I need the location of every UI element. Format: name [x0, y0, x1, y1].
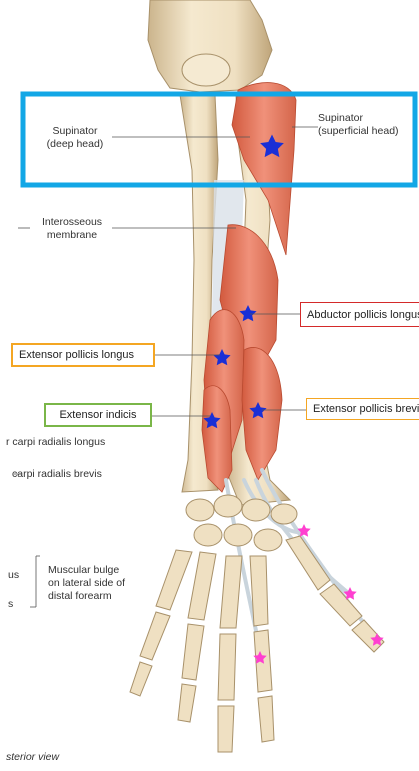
- label-ext-carpi-radialis-longus: r carpi radialis longus: [6, 436, 146, 449]
- label-line: on lateral side of: [48, 577, 158, 590]
- label-extensor-pollicis-longus: Extensor pollicis longus: [11, 343, 155, 367]
- label-fragment-us: us: [8, 569, 19, 582]
- label-fragment-s: s: [8, 598, 13, 611]
- label-extensor-indicis: Extensor indicis: [44, 403, 152, 427]
- label-abductor-pollicis-longus: Abductor pollicis longus: [300, 302, 419, 327]
- label-line: distal forearm: [48, 590, 158, 603]
- label-line: Muscular bulge: [48, 564, 158, 577]
- label-ext-carpi-radialis-brevis: carpi radialis brevis: [12, 468, 152, 481]
- label-line: (superficial head): [318, 125, 416, 138]
- label-line: Supinator: [38, 125, 112, 138]
- hand-bones: [130, 536, 384, 752]
- label-line: Supinator: [318, 112, 416, 125]
- label-muscular-bulge: Muscular bulge on lateral side of distal…: [48, 564, 158, 603]
- view-caption: sterior view: [6, 751, 59, 764]
- humerus-bone: [148, 0, 272, 92]
- label-line: membrane: [30, 229, 114, 242]
- label-supinator-deep-head: Supinator (deep head): [38, 125, 112, 151]
- label-extensor-pollicis-brevis: Extensor pollicis brevis: [306, 398, 419, 420]
- label-interosseous-membrane: Interosseous membrane: [30, 216, 114, 242]
- label-line: Interosseous: [30, 216, 114, 229]
- label-supinator-superficial-head: Supinator (superficial head): [318, 112, 416, 138]
- label-line: (deep head): [38, 138, 112, 151]
